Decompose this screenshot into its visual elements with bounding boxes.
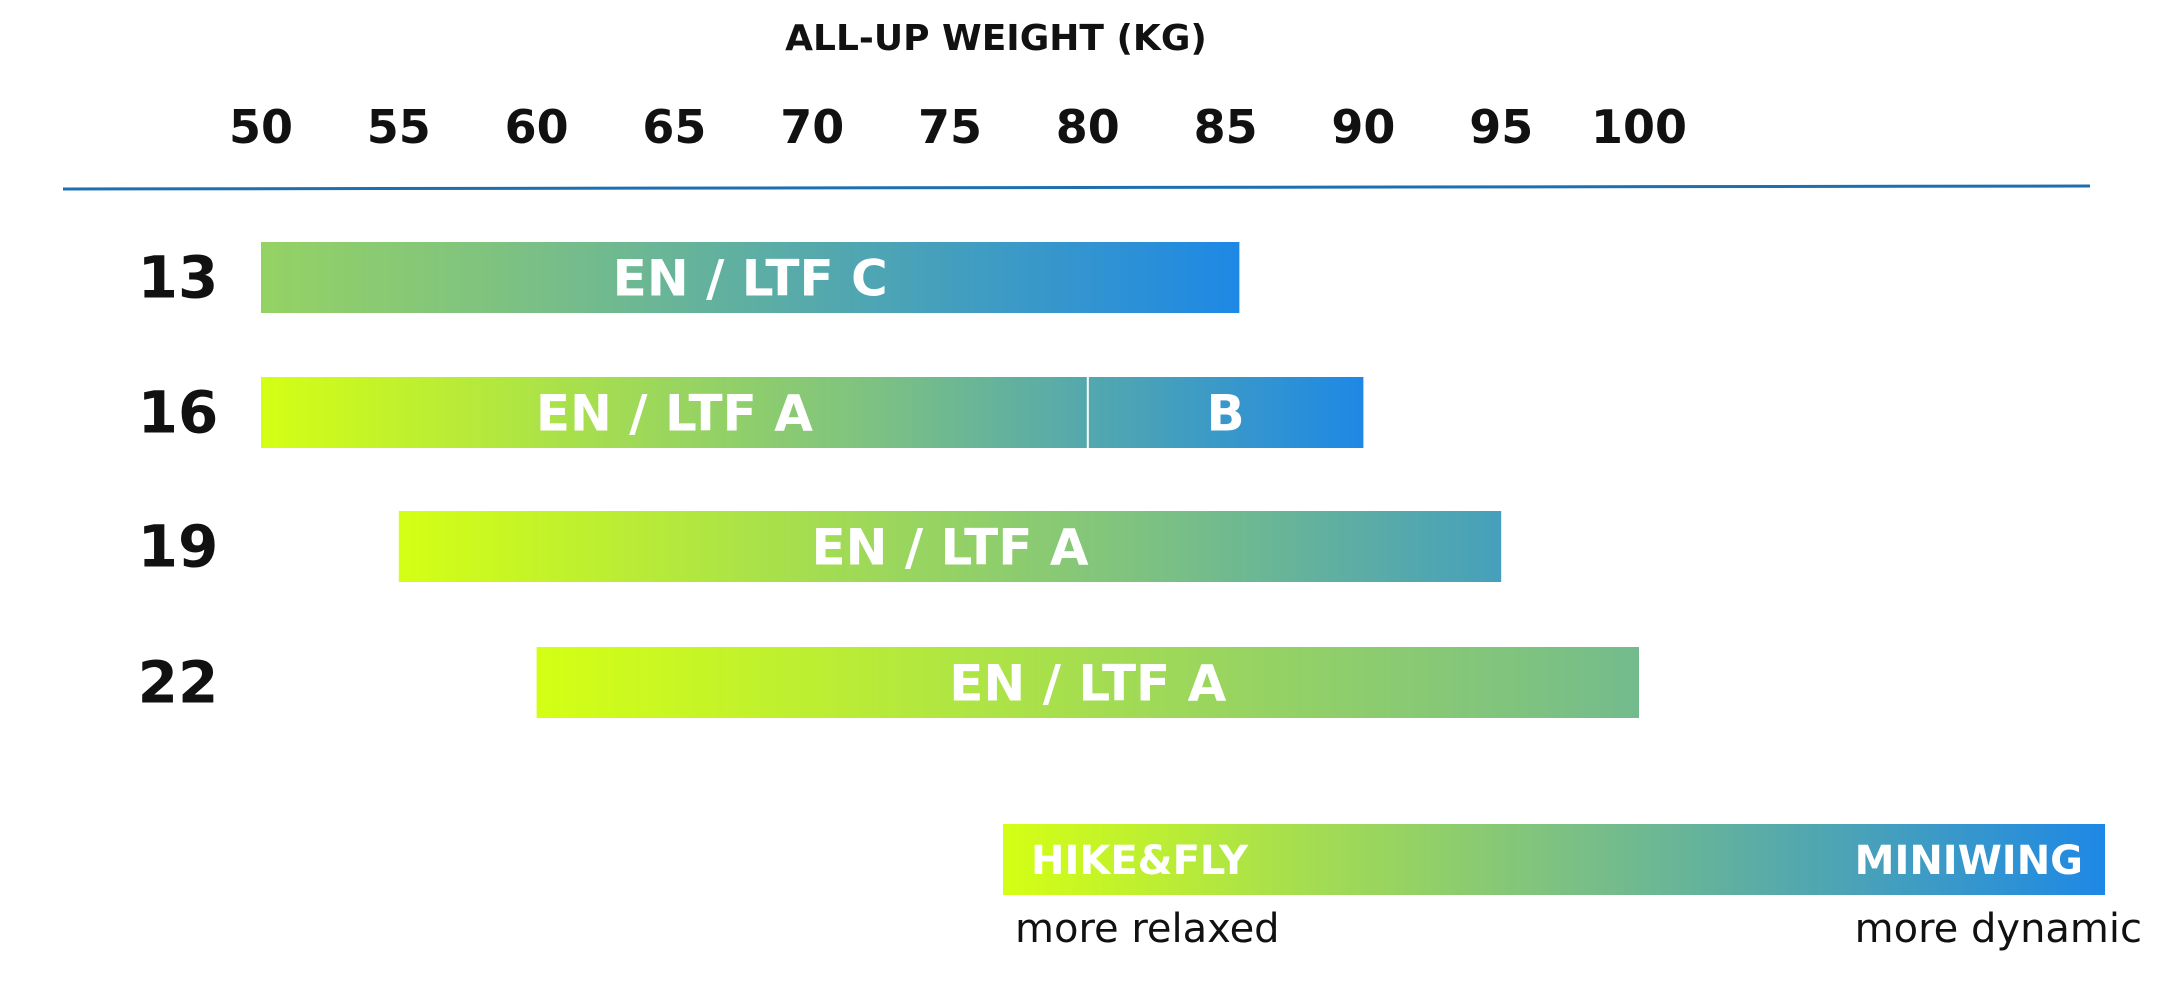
certification-label: EN / LTF A <box>811 519 1088 577</box>
certification-label: EN / LTF A <box>949 655 1226 713</box>
range-bar-22 <box>536 647 1639 718</box>
range-bar-16 <box>261 377 1364 448</box>
size-label-13: 13 <box>138 244 219 312</box>
x-tick-label: 90 <box>1331 100 1395 154</box>
more-dynamic-caption: more dynamic <box>1855 906 2142 952</box>
x-tick-label: 50 <box>229 100 293 154</box>
x-tick-label: 65 <box>642 100 706 154</box>
x-tick-label: 100 <box>1591 100 1687 154</box>
character-scale-bar <box>1003 824 2105 895</box>
character-scale: HIKE&FLY MINIWING more relaxed more dyna… <box>1003 824 2142 952</box>
miniwing-label: MINIWING <box>1855 838 2083 884</box>
size-label-22: 22 <box>138 649 219 717</box>
x-tick-label: 80 <box>1056 100 1120 154</box>
x-tick-label: 55 <box>367 100 431 154</box>
range-bar-19 <box>398 511 1502 582</box>
x-axis-title: ALL-UP WEIGHT (KG) <box>785 18 1207 59</box>
range-bar-13 <box>261 242 1240 313</box>
x-tick-label: 75 <box>918 100 982 154</box>
bars-group: 13 EN / LTF C 16 EN / LTF A B 19 EN / LTF A 22 E… <box>138 242 1639 718</box>
size-label-19: 19 <box>138 513 219 581</box>
x-axis-ticks: 50 55 60 65 70 75 80 85 90 95 100 <box>229 100 1687 154</box>
certification-label: B <box>1207 385 1245 443</box>
x-tick-label: 95 <box>1469 100 1533 154</box>
size-label-16: 16 <box>138 379 219 447</box>
certification-label: EN / LTF C <box>613 250 888 308</box>
x-tick-label: 85 <box>1194 100 1258 154</box>
x-axis-line <box>62 184 2091 191</box>
certification-label: EN / LTF A <box>536 385 813 443</box>
hike-and-fly-label: HIKE&FLY <box>1031 838 1249 884</box>
x-tick-label: 60 <box>505 100 569 154</box>
x-tick-label: 70 <box>780 100 844 154</box>
more-relaxed-caption: more relaxed <box>1015 906 1280 952</box>
